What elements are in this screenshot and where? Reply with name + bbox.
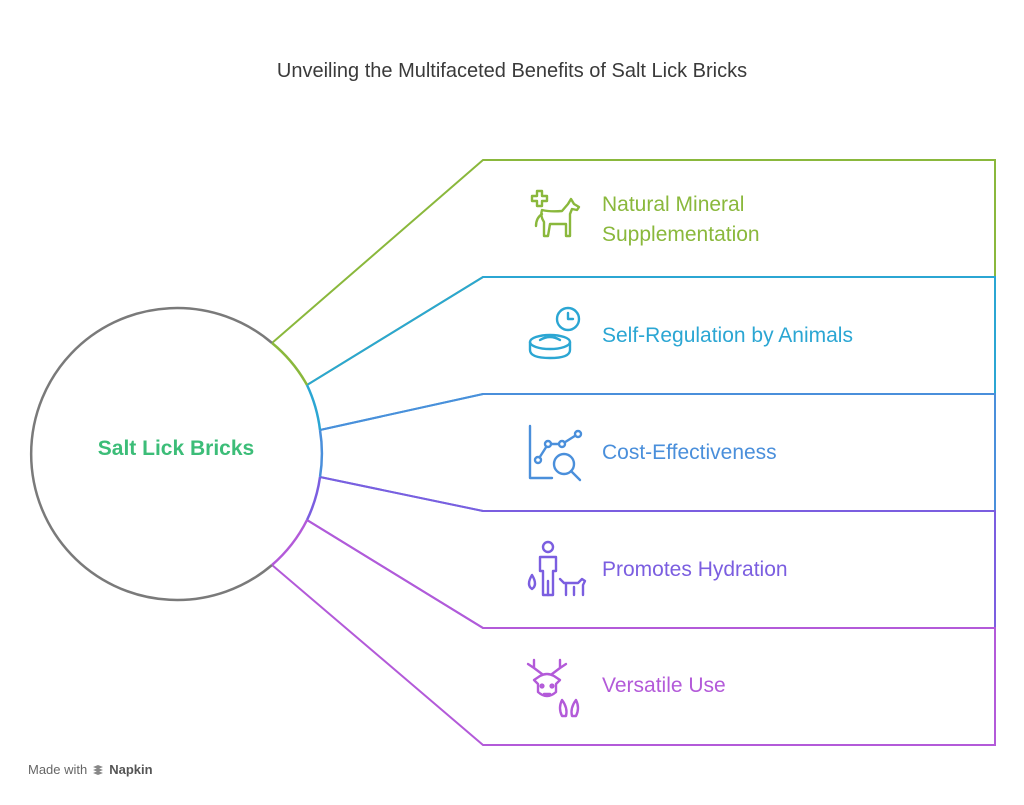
center-arc-0	[271, 342, 309, 386]
footer-brand: Napkin	[109, 762, 153, 777]
bands-group	[271, 159, 996, 746]
band-4	[271, 519, 996, 746]
center-arc-2	[318, 429, 324, 478]
item-label-self-regulation: Self-Regulation by Animals	[602, 324, 853, 347]
band-1	[306, 276, 996, 431]
center-arc-1	[305, 384, 322, 431]
footer-credit: Made with Napkin	[28, 762, 153, 777]
person-dog-water-icon	[527, 540, 587, 597]
item-label-promotes-hydration: Promotes Hydration	[602, 558, 788, 581]
item-label-natural-mineral: Natural Mineral Supplementation	[602, 193, 760, 246]
diagram-title: Unveiling the Multifaceted Benefits of S…	[276, 60, 748, 82]
footer-made-with: Made with	[28, 762, 88, 777]
napkin-logo-icon	[93, 764, 104, 775]
dog-health-icon	[530, 189, 581, 238]
feeding-bowl-clock-icon	[528, 306, 581, 360]
deer-hoof-icon	[526, 658, 580, 718]
center-circle	[29, 306, 324, 602]
item-label-versatile-use: Versatile Use	[602, 674, 726, 697]
item-label-cost-effectiveness: Cost-Effectiveness	[602, 441, 777, 464]
center-label: Salt Lick Bricks	[97, 437, 255, 460]
center-circle-outline	[29, 306, 273, 602]
band-3	[306, 476, 996, 629]
center-arc-3	[305, 476, 322, 521]
center-arc-4	[271, 519, 309, 566]
chart-magnifier-icon	[528, 424, 583, 482]
